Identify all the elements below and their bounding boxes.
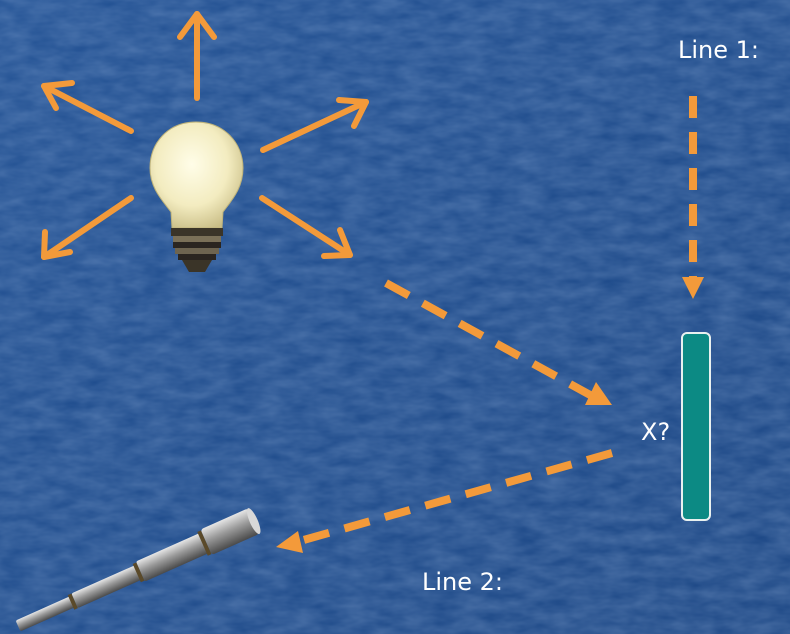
telescope-icon	[16, 508, 261, 631]
arrow-up-icon	[177, 11, 217, 101]
lightbulb-icon	[149, 121, 244, 272]
arrow-up-left-icon	[41, 80, 134, 134]
bulb-to-filter-ray-arrow	[384, 279, 612, 405]
line-2-label: Line 2:	[422, 568, 503, 596]
filter-slab	[681, 332, 711, 521]
filter-to-telescope-ray-arrow	[276, 449, 614, 553]
arrow-down-left-icon	[41, 195, 134, 260]
arrow-down-right-icon	[259, 195, 353, 259]
line-1-label: Line 1:	[678, 36, 759, 64]
unknown-x-label: X?	[641, 418, 671, 446]
arrow-up-right-icon	[260, 97, 369, 153]
incoming-ray-arrow	[682, 96, 704, 299]
